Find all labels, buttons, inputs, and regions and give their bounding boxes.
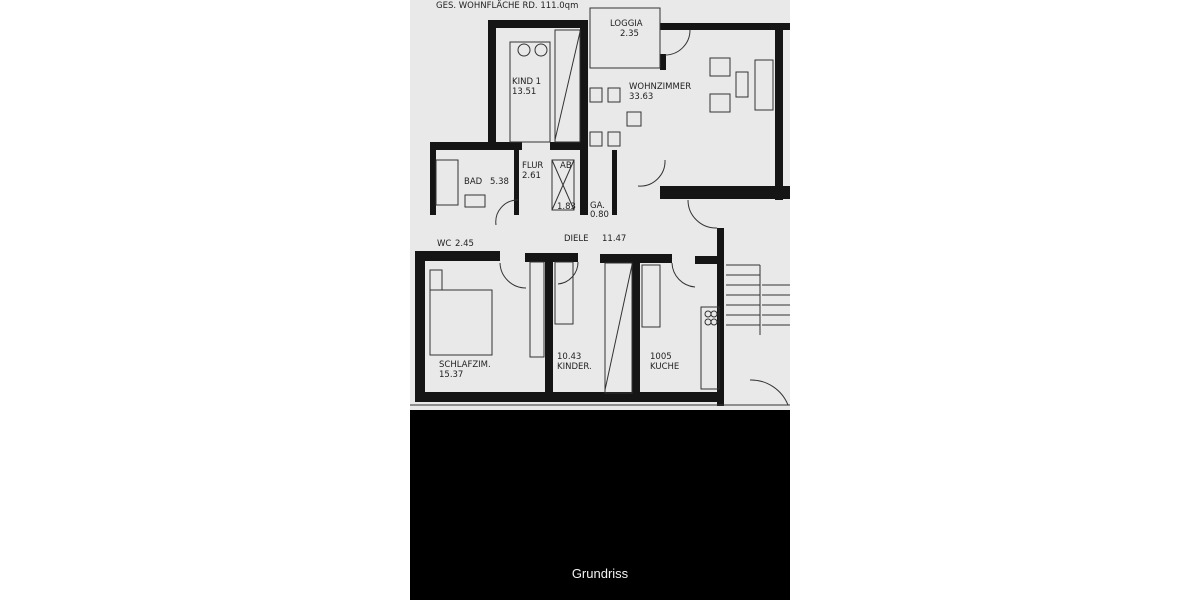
room-area: 33.63 (629, 92, 653, 102)
floor-plan-image: GES. WOHNFLÄCHE RD. 111.0qm (410, 0, 790, 410)
room-name: GA. (590, 201, 605, 211)
room-area: 1005 (650, 352, 672, 362)
room-name: SCHLAFZIM. (439, 360, 491, 370)
room-area: 2.35 (620, 29, 639, 39)
room-name: AB (560, 161, 572, 171)
image-caption: Grundriss (571, 566, 629, 581)
image-viewer: GES. WOHNFLÄCHE RD. 111.0qm (410, 0, 790, 600)
room-name: KUCHE (650, 362, 679, 372)
room-name: WC (437, 239, 451, 249)
room-area: 5.38 (490, 177, 509, 187)
room-area: 0.80 (590, 210, 609, 220)
furniture (410, 7, 790, 406)
room-area: 15.37 (439, 370, 463, 380)
room-area: 2.45 (455, 239, 474, 249)
room-name: LOGGIA (610, 19, 643, 29)
room-name: DIELE (564, 234, 589, 244)
room-area: 10.43 (557, 352, 581, 362)
room-area: 2.61 (522, 171, 541, 181)
room-name: WOHNZIMMER (629, 82, 691, 92)
room-area: 1.83 (557, 202, 576, 212)
total-area-label: GES. WOHNFLÄCHE RD. 111.0qm (436, 0, 578, 11)
room-area: 11.47 (602, 234, 626, 244)
room-name: BAD (464, 177, 483, 187)
room-name: KIND 1 (512, 77, 541, 87)
walls (415, 20, 790, 406)
room-name: FLUR (522, 161, 543, 171)
room-name: KINDER. (557, 362, 592, 372)
room-labels: LOGGIA 2.35 KIND 1 13.51 WOHNZIMMER 33.6… (437, 19, 691, 380)
room-area: 13.51 (512, 87, 536, 97)
